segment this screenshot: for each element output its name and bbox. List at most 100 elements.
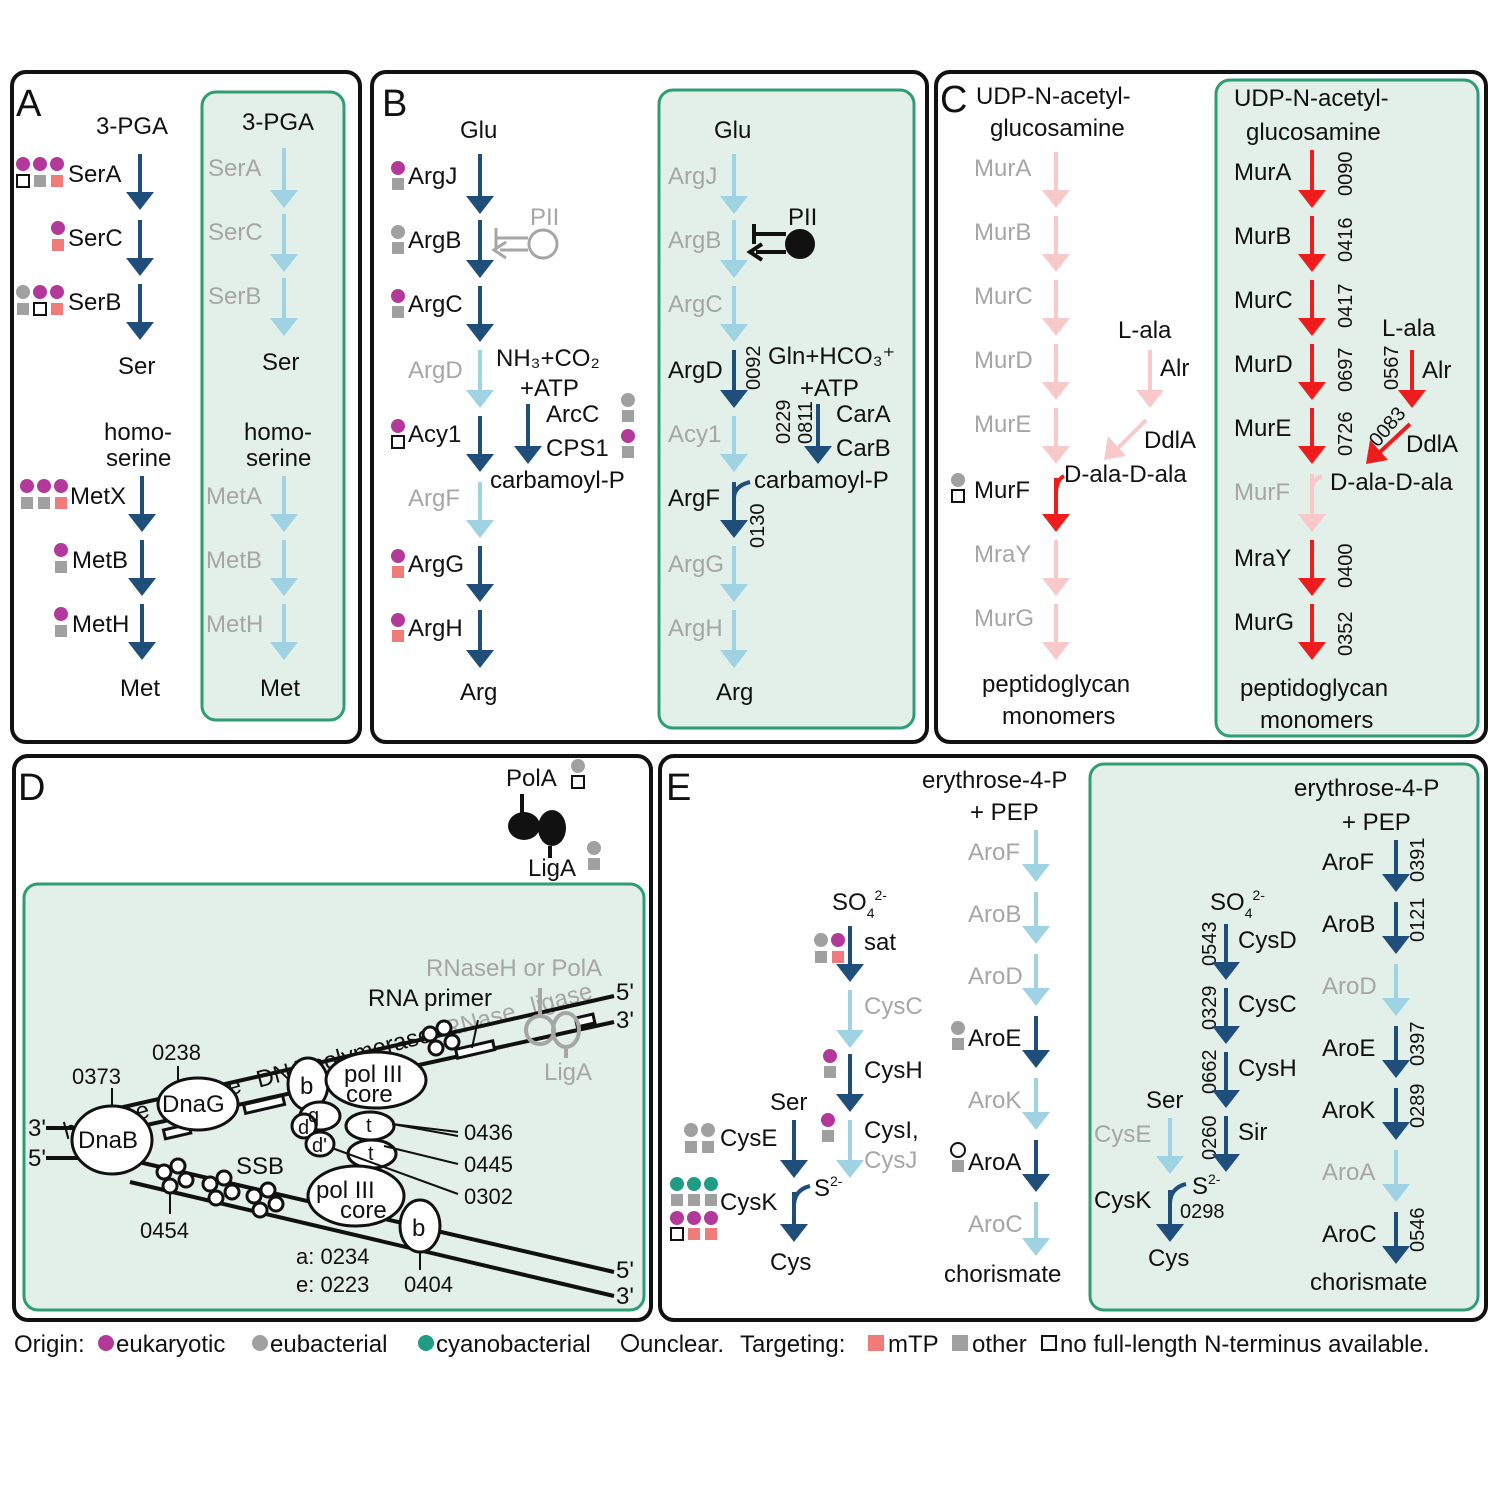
side-substrate: Gln+HCO₃⁺ bbox=[768, 343, 895, 370]
panel-b-left-arrows bbox=[466, 154, 559, 668]
panel-b-right-gene-ids: 0092 0229 0811 0130 bbox=[743, 346, 817, 549]
gene-id: 0352 bbox=[1335, 612, 1357, 657]
legend-mtp-swatch bbox=[868, 1335, 884, 1351]
enzyme-label: MetA bbox=[206, 483, 262, 510]
enzyme-label: AroF bbox=[1322, 849, 1374, 876]
pathway-product: Arg bbox=[460, 679, 497, 706]
panel-d-ssb-clusters bbox=[155, 1019, 461, 1219]
d-label: d bbox=[298, 1117, 309, 1139]
enzyme-label: SerB bbox=[68, 289, 121, 316]
enzyme-label: Sir bbox=[1238, 1119, 1267, 1146]
enzyme-label: ArgJ bbox=[408, 163, 457, 190]
sulfide: S2- bbox=[1192, 1171, 1221, 1200]
side-product: D-ala-D-ala bbox=[1064, 461, 1187, 488]
gene-id: 0391 bbox=[1407, 838, 1429, 883]
pathway-start: serine bbox=[246, 445, 311, 472]
enzyme-label: ArgB bbox=[668, 227, 721, 254]
panel-a-left-pathway: 3-PGA SerA SerC SerB Ser homo- serine Me… bbox=[68, 113, 172, 702]
pathway-product: peptidoglycan bbox=[1240, 675, 1388, 702]
enzyme-label: AroF bbox=[968, 839, 1020, 866]
enzyme-label: ArgF bbox=[408, 485, 460, 512]
panel-e-aro-left: erythrose-4-P + PEP AroF AroB AroD AroE … bbox=[922, 767, 1067, 1288]
pathway-product: chorismate bbox=[1310, 1269, 1427, 1296]
enzyme-label: CysE bbox=[1094, 1121, 1151, 1148]
dprime-subunit bbox=[304, 1130, 336, 1158]
panel-b-right-arrows bbox=[720, 154, 832, 668]
legend-origin: Origin: bbox=[14, 1331, 85, 1358]
strand-end: 5' bbox=[28, 1145, 46, 1172]
enzyme-label: AroE bbox=[968, 1025, 1021, 1052]
gene-id: 0229 bbox=[773, 400, 795, 445]
gene-id: 0260 bbox=[1199, 1116, 1221, 1161]
panel-d-text: RNaseH or PolA RNA primer LigA DnaB DnaG… bbox=[28, 955, 634, 1310]
pol-core-top bbox=[324, 1050, 428, 1110]
legend-other-swatch bbox=[952, 1335, 968, 1351]
gene-id: 0289 bbox=[1407, 1084, 1429, 1129]
dnab-label: DnaB bbox=[78, 1127, 138, 1154]
enzyme-label: MetB bbox=[206, 547, 262, 574]
enzyme-label: CysC bbox=[1238, 991, 1297, 1018]
enzyme-label: AroA bbox=[1322, 1159, 1375, 1186]
d-subunit bbox=[290, 1112, 318, 1140]
enzyme-label: Acy1 bbox=[408, 421, 461, 448]
enzyme-label: AroC bbox=[968, 1211, 1023, 1238]
legend-cyanobacterial: cyanobacterial bbox=[436, 1331, 591, 1358]
pathway-start: erythrose-4-P bbox=[1294, 775, 1439, 802]
side-product: D-ala-D-ala bbox=[1330, 469, 1453, 496]
panel-c-left-pathway: UDP-N-acetyl- glucosamine MurA MurB MurC… bbox=[974, 83, 1196, 730]
panel-e-green-box bbox=[1088, 762, 1480, 1312]
gene-id: 0092 bbox=[743, 346, 765, 391]
enzyme-label: CysJ bbox=[864, 1147, 917, 1174]
strand-end: 5' bbox=[616, 1257, 634, 1284]
side-enzyme: CarB bbox=[836, 435, 891, 462]
gene-id: 0373 bbox=[72, 1064, 121, 1089]
enzyme-label: ArgF bbox=[668, 485, 720, 512]
gene-id: 0329 bbox=[1199, 986, 1221, 1031]
panel-a-green-box bbox=[200, 90, 346, 722]
enzyme-label: ArgG bbox=[408, 551, 464, 578]
enzyme-label: AroK bbox=[1322, 1097, 1375, 1124]
enzyme-label: MetH bbox=[72, 611, 129, 638]
side-enzyme: DdlA bbox=[1144, 427, 1196, 454]
enzyme-label: MurB bbox=[974, 219, 1031, 246]
side-enzyme: Alr bbox=[1422, 357, 1451, 384]
enzyme-label: sat bbox=[864, 929, 896, 956]
liga-inner-label: LigA bbox=[544, 1059, 592, 1086]
gene-id: 0445 bbox=[464, 1152, 513, 1177]
gene-id: 0662 bbox=[1199, 1050, 1221, 1095]
enzyme-label: CysC bbox=[864, 993, 923, 1020]
legend-eubacterial-swatch bbox=[252, 1335, 268, 1351]
enzyme-label: MurA bbox=[974, 155, 1031, 182]
enzyme-label: ArgJ bbox=[668, 163, 717, 190]
core-label: core bbox=[340, 1197, 387, 1224]
panel-c-left-origin-markers bbox=[951, 473, 965, 503]
legend-eukaryotic-swatch bbox=[98, 1335, 114, 1351]
strand-end: 3' bbox=[616, 1283, 634, 1310]
enzyme-label: MetH bbox=[206, 611, 263, 638]
side-enzyme: DdlA bbox=[1406, 431, 1458, 458]
side-substrate: L-ala bbox=[1118, 317, 1172, 344]
pathway-product: monomers bbox=[1002, 703, 1115, 730]
enzyme-label: MetX bbox=[70, 483, 126, 510]
panel-label-d: D bbox=[18, 767, 45, 809]
pathway-start: Glu bbox=[460, 117, 497, 144]
pathway-product: peptidoglycan bbox=[982, 671, 1130, 698]
enzyme-label: ArgC bbox=[668, 291, 723, 318]
panel-c-right-arrows bbox=[1298, 150, 1426, 660]
enzyme-label: AroD bbox=[1322, 973, 1377, 1000]
enzyme-label: CysH bbox=[864, 1057, 923, 1084]
panel-e-aro-right: erythrose-4-P + PEP AroF AroB AroD AroE … bbox=[1294, 775, 1439, 1296]
legend-eubacterial: eubacterial bbox=[270, 1331, 387, 1358]
enzyme-label: Acy1 bbox=[668, 421, 721, 448]
panel-e-aro-left-arrows bbox=[1022, 830, 1050, 1256]
pathway-start: homo- bbox=[244, 419, 312, 446]
pola-shape bbox=[508, 812, 540, 840]
gene-id: 0298 bbox=[1180, 1201, 1225, 1223]
enzyme-label: CysD bbox=[1238, 927, 1297, 954]
gene-id: 0397 bbox=[1407, 1022, 1429, 1067]
legend-unclear-swatch bbox=[621, 1334, 639, 1352]
enzyme-label: MurG bbox=[1234, 609, 1294, 636]
gene-id: 0697 bbox=[1335, 348, 1357, 393]
pathway-start: erythrose-4-P bbox=[922, 767, 1067, 794]
legend-unclear: unclear. bbox=[640, 1331, 724, 1358]
